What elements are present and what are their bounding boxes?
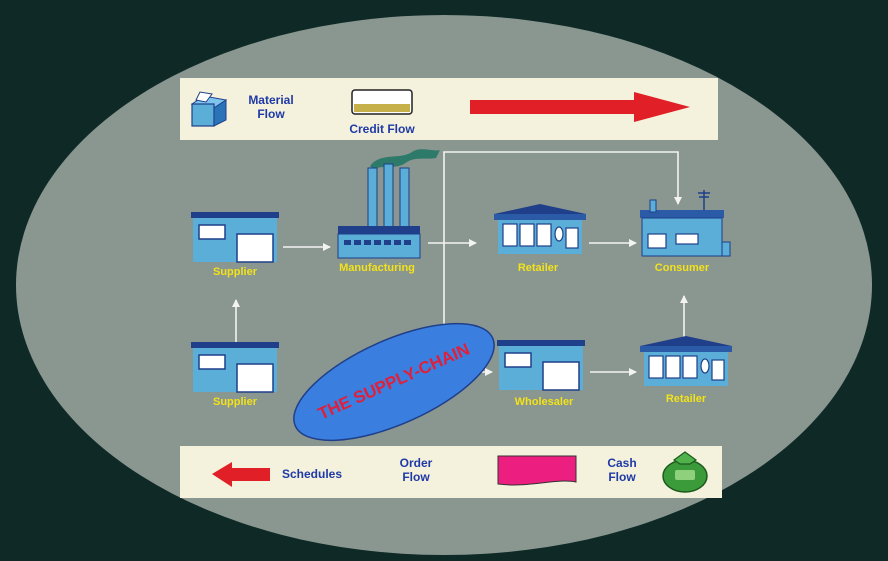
bottom-legend-box (180, 446, 722, 498)
money-bag-icon (662, 451, 708, 493)
schedules-arrow-icon (212, 462, 270, 487)
warehouse-icon (190, 341, 280, 393)
credit-flow-label: Credit Flow (349, 122, 415, 136)
retailer-bottom-label: Retailer (665, 393, 707, 405)
supplier-top-label: Supplier (212, 266, 257, 278)
title-badge: THE SUPPLY-CHAIN (293, 322, 495, 442)
cash-flow-label: Cash Flow (607, 456, 637, 484)
box-icon (190, 91, 228, 127)
material-arrow-icon (470, 92, 690, 122)
warehouse-icon (496, 339, 586, 391)
shop-icon (493, 203, 587, 255)
retailer-top-label: Retailer (517, 262, 559, 274)
warehouse-icon (190, 211, 280, 263)
factory-icon (337, 149, 440, 259)
credit-flow-icon (351, 89, 413, 115)
order-flow-label: Order Flow (399, 456, 433, 484)
consumer-label: Consumer (654, 262, 710, 274)
manufacturing-label: Manufacturing (339, 262, 415, 274)
material-flow-label: Material Flow (248, 93, 294, 121)
order-flow-icon (497, 455, 577, 486)
shop-icon (639, 335, 733, 387)
supplier-bottom-label: Supplier (212, 396, 257, 408)
house-icon (640, 190, 731, 257)
schedules-label: Schedules (281, 467, 343, 481)
wholesaler-label: Wholesaler (514, 396, 574, 408)
